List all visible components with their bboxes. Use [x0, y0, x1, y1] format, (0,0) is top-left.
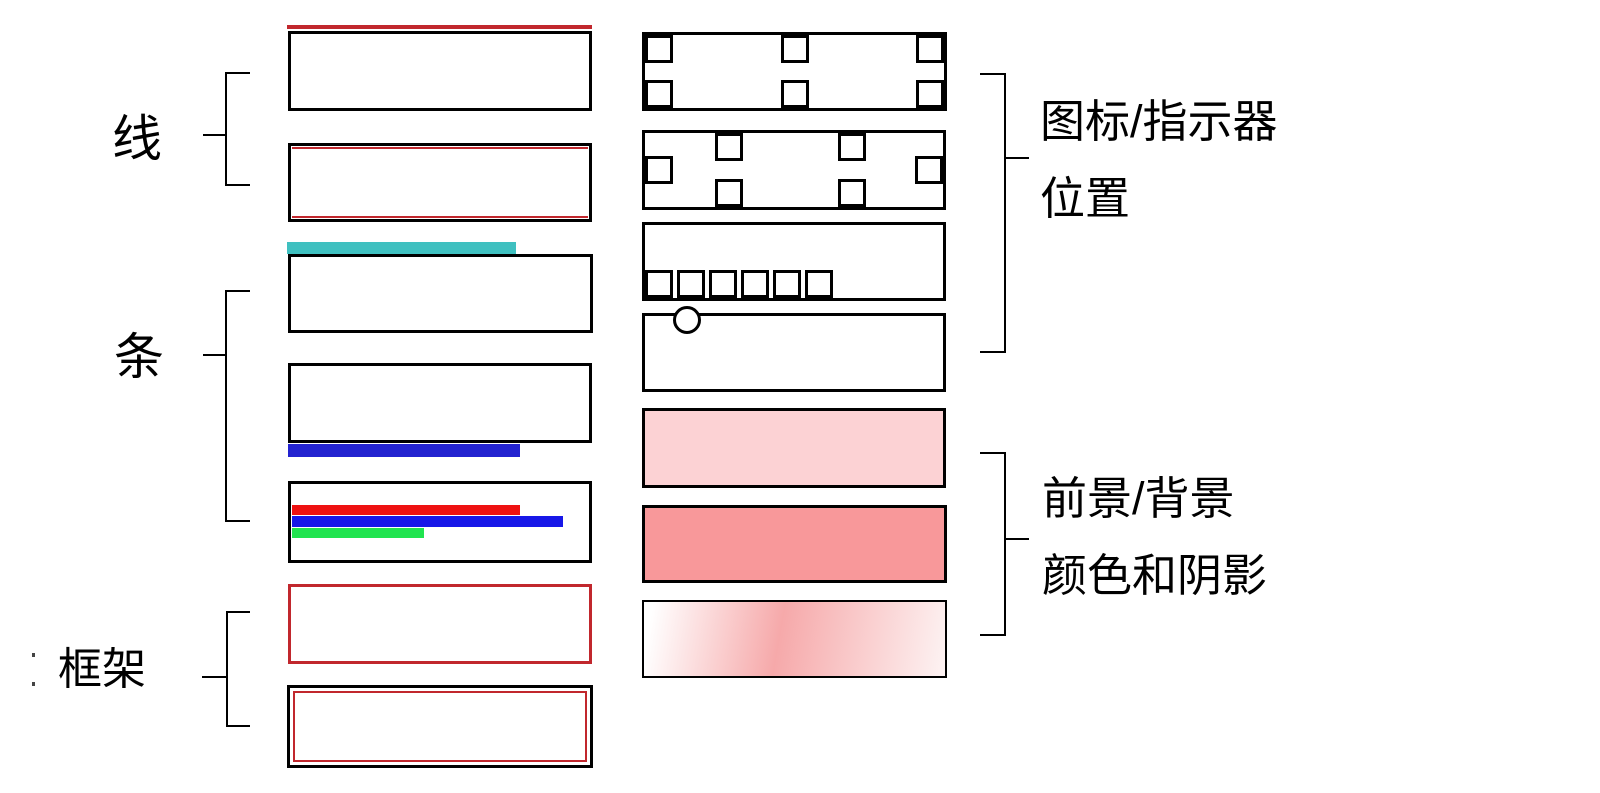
bar-bottom-box — [288, 363, 592, 443]
label-line: 线 — [112, 111, 162, 167]
icon-slot-square — [645, 80, 673, 108]
icon-position-bracket — [980, 73, 1006, 353]
line-inside-red-line-top — [292, 147, 588, 149]
label-icon-position-line2: 位置 — [1040, 173, 1131, 224]
frame-double-inner-red — [293, 691, 587, 762]
frame-group-bracket — [226, 611, 250, 727]
color-shadow-bracket-stem — [1004, 538, 1029, 540]
bar-multi-red — [292, 505, 520, 515]
background-light-box — [642, 408, 946, 488]
icon-slot-square — [741, 270, 769, 298]
line-inside-box — [288, 143, 592, 222]
label-fg-bg-line1: 前景/背景 — [1042, 473, 1235, 524]
frame-group-bracket-stem — [202, 676, 226, 678]
bar-multi-blue — [292, 516, 563, 527]
icon-slot-square — [677, 270, 705, 298]
color-shadow-bracket — [980, 452, 1006, 636]
label-fg-bg-line2: 颜色和阴影 — [1042, 550, 1268, 601]
icon-slot-square — [780, 80, 809, 108]
background-medium-box — [642, 505, 947, 583]
bar-bottom-blue — [288, 444, 520, 457]
indicator-circle-box — [642, 306, 946, 392]
label-icon-position-line1: 图标/指示器 — [1040, 96, 1278, 147]
label-fg-bg-color: 前景/背景 颜色和阴影 — [1042, 460, 1267, 614]
bar-top-teal — [287, 242, 516, 254]
icon-slot-square — [645, 156, 673, 184]
line-outside-red-line — [287, 25, 592, 29]
icon-slot-square — [645, 270, 673, 298]
line-outside-box — [288, 31, 592, 111]
bar-multi-green — [292, 528, 424, 538]
line-inside-red-line-bottom — [292, 216, 588, 218]
icon-slot-square — [715, 133, 743, 161]
icon-slot-square — [915, 156, 943, 184]
icon-slot-square — [773, 270, 801, 298]
frame-red-box — [288, 584, 592, 664]
icon-slot-square — [805, 270, 833, 298]
background-gradient-box — [642, 600, 947, 678]
frame-double-box — [287, 685, 593, 768]
icon-slot-square — [780, 35, 809, 63]
line-group-bracket — [225, 72, 250, 186]
line-group-bracket-stem — [203, 134, 225, 136]
icon-slot-square — [709, 270, 737, 298]
label-frame: 框架 — [58, 645, 146, 694]
label-icon-position: 图标/指示器 位置 — [1040, 83, 1278, 237]
bar-group-bracket — [225, 290, 250, 522]
label-bar: 条 — [114, 329, 164, 385]
bar-multi-box — [288, 481, 592, 563]
icon-slot-square — [645, 35, 673, 63]
icon-slot-square — [916, 35, 944, 63]
icon-slot-square — [838, 179, 866, 207]
icon-slot-square — [715, 179, 743, 207]
icon-slots-offset-box — [642, 130, 946, 210]
bar-top-box — [288, 254, 593, 333]
icon-slots-corners-box — [642, 32, 947, 111]
icon-position-bracket-stem — [1004, 157, 1029, 159]
indicator-circle-icon — [673, 306, 701, 334]
stray-dot-bottom — [32, 682, 35, 686]
icon-slots-row-box — [642, 222, 946, 301]
bar-group-bracket-stem — [203, 354, 225, 356]
icon-slot-square — [916, 80, 944, 108]
icon-slot-square — [838, 133, 866, 161]
stray-dot-top — [32, 653, 35, 657]
